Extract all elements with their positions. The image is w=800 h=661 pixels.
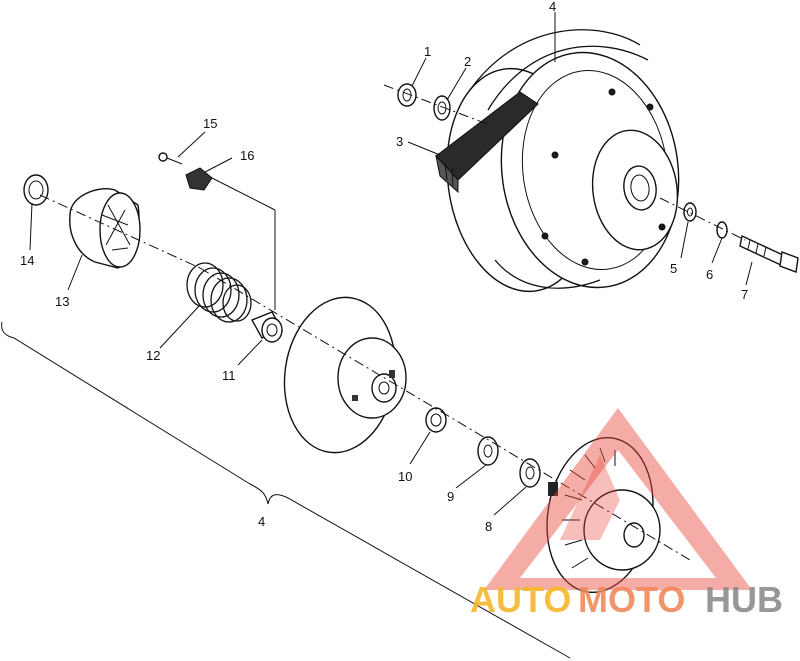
callout-13: 13 [55, 294, 69, 309]
callout-8: 8 [485, 519, 492, 534]
watermark-triangle-icon [484, 408, 752, 590]
lock-washer-6 [716, 221, 728, 239]
washer-9 [477, 436, 499, 466]
callout-14: 14 [20, 253, 34, 268]
callout-10: 10 [398, 469, 412, 484]
snap-ring-14 [23, 174, 49, 206]
fixed-sheave [546, 436, 661, 594]
callout-2: 2 [464, 54, 471, 69]
washer-1 [397, 83, 417, 107]
driven-pulley-assembly [446, 29, 680, 293]
watermark-hub: HUB [705, 579, 783, 620]
callout-5: 5 [670, 261, 677, 276]
watermark-auto: AUTO [470, 579, 571, 620]
callout-1: 1 [424, 44, 431, 59]
callout-7: 7 [741, 287, 748, 302]
washer-8 [519, 458, 541, 488]
callout-4-top: 4 [549, 0, 556, 14]
watermark-moto: MOTO [578, 579, 685, 620]
callout-12: 12 [146, 348, 160, 363]
moveable-sheave [283, 296, 407, 454]
callout-3: 3 [396, 134, 403, 149]
callout-labels: 1 2 3 4 5 6 7 8 9 10 11 12 13 14 15 16 4 [20, 0, 748, 534]
washer-2 [433, 95, 451, 121]
callout-15: 15 [203, 116, 217, 131]
callout-4-bottom: 4 [258, 514, 265, 529]
spider-13 [69, 188, 141, 269]
screw-15 [158, 152, 183, 165]
weight-16 [185, 167, 213, 191]
drive-belt [435, 91, 539, 194]
bolt-7 [739, 234, 799, 273]
callout-6: 6 [706, 267, 713, 282]
washer-5 [683, 202, 697, 222]
callout-9: 9 [447, 489, 454, 504]
bushing-11 [251, 311, 283, 343]
callout-16: 16 [240, 148, 254, 163]
spring-12 [186, 262, 252, 323]
watermark-logo: AUTO MOTO HUB [470, 408, 783, 620]
bushing-10 [425, 407, 447, 433]
callout-11: 11 [222, 368, 236, 383]
leader-lines [29, 12, 753, 516]
assembly-bracket [1, 321, 571, 659]
